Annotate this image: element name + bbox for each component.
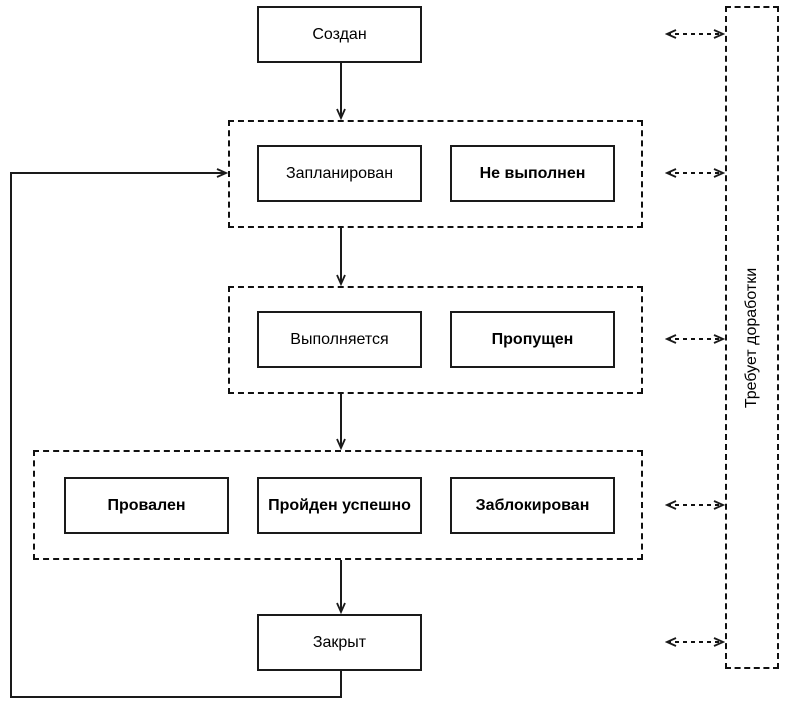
state-box-closed[interactable]: Закрыт	[257, 614, 422, 671]
state-box-blocked[interactable]: Заблокирован	[450, 477, 615, 534]
state-box-not-executed[interactable]: Не выполнен	[450, 145, 615, 202]
state-box-in-progress[interactable]: Выполняется	[257, 311, 422, 368]
state-box-planned[interactable]: Запланирован	[257, 145, 422, 202]
rework-panel-label: Требует доработки	[743, 267, 760, 408]
state-box-passed[interactable]: Пройден успешно	[257, 477, 422, 534]
state-box-skipped[interactable]: Пропущен	[450, 311, 615, 368]
state-box-created[interactable]: Создан	[257, 6, 422, 63]
state-box-failed[interactable]: Провален	[64, 477, 229, 534]
rework-panel[interactable]: Требует доработки	[725, 6, 779, 669]
